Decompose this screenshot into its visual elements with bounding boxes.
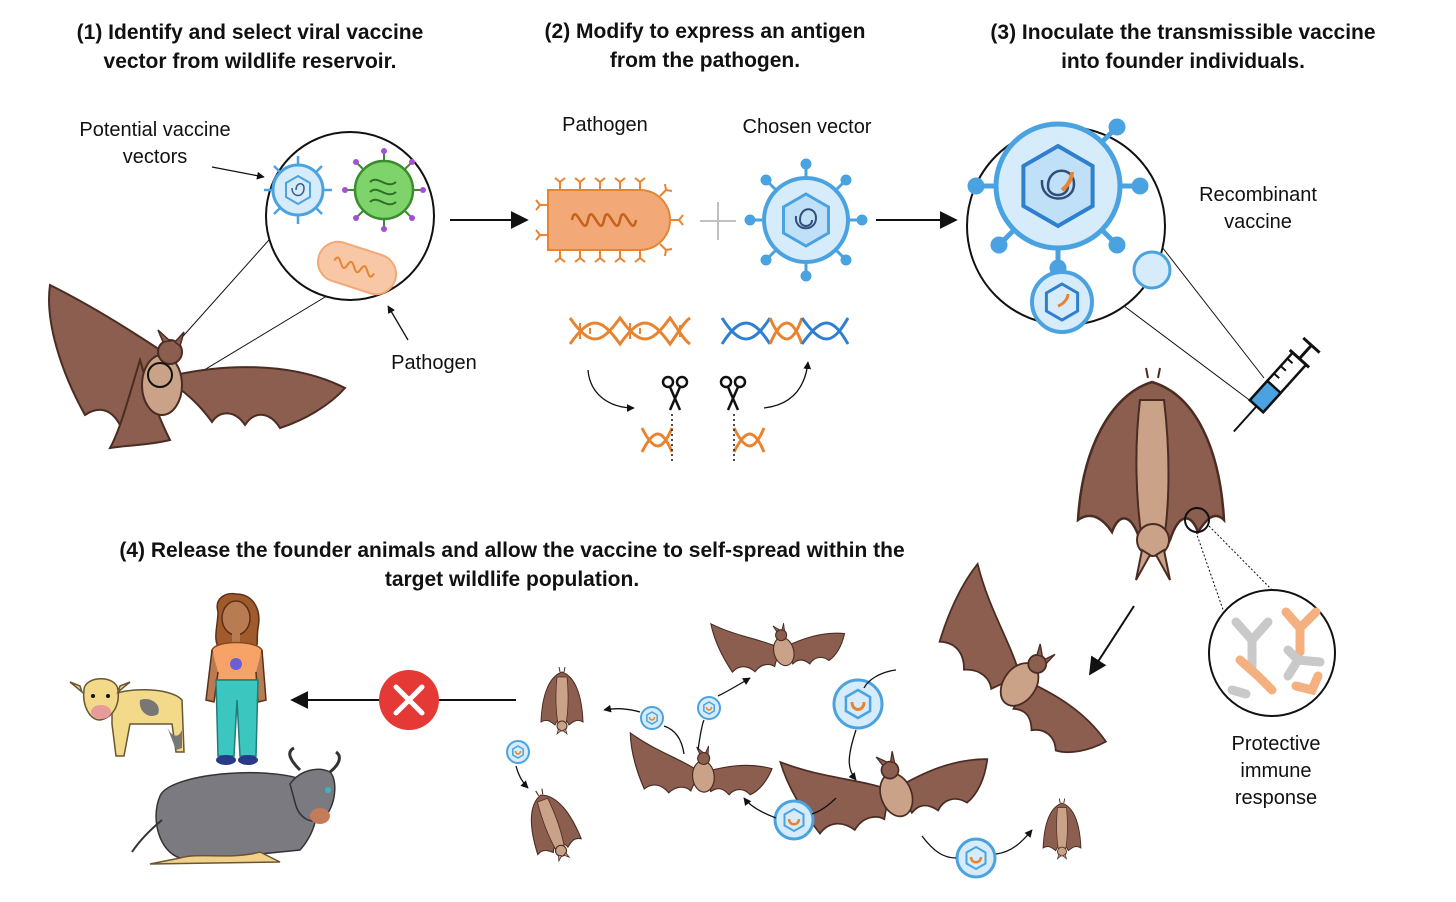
- potential-vectors-line-1: Potential vaccine: [79, 119, 231, 141]
- recombinant-vaccine-label: Recombinant vaccine: [1188, 182, 1328, 236]
- virus-icon: [1132, 250, 1172, 290]
- step-2-heading: (2) Modify to express an antigen from th…: [500, 17, 910, 75]
- bat-icon: [779, 694, 1000, 859]
- pathogen-icon: [316, 240, 398, 296]
- virus-icon: [967, 118, 1149, 277]
- dna-icon: [568, 315, 691, 347]
- step-1-heading: (1) Identify and select viral vaccine ve…: [30, 18, 470, 76]
- step-2-line-2: from the pathogen.: [609, 49, 801, 72]
- potential-vectors-label: Potential vaccine vectors: [52, 117, 258, 171]
- recombinant-line-1: Recombinant: [1199, 184, 1317, 206]
- dna-icon: [720, 317, 850, 345]
- bat-icon: [914, 562, 1149, 773]
- syringe-icon: [1233, 336, 1321, 433]
- scissors-icon: [719, 375, 747, 411]
- virus-icon: [697, 696, 721, 720]
- no-entry-icon: [379, 670, 439, 730]
- protective-line-1: Protective: [1231, 733, 1321, 755]
- person-icon: [205, 592, 267, 765]
- bat-icon: [540, 666, 584, 735]
- virus-icon: [955, 837, 997, 879]
- step-1-line-1: (1) Identify and select viral vaccine: [76, 21, 424, 44]
- step-1-line-2: vector from wildlife reservoir.: [103, 50, 397, 73]
- step-3-line-1: (3) Inoculate the transmissible vaccine: [990, 21, 1376, 44]
- virus-icon: [640, 706, 664, 730]
- chosen-vector-label: Chosen vector: [742, 116, 872, 138]
- step-3-line-2: into founder individuals.: [1061, 50, 1305, 73]
- virus-icon: [342, 148, 426, 232]
- bat-icon: [629, 720, 775, 806]
- virus-icon: [832, 678, 884, 730]
- virus-icon: [773, 799, 815, 841]
- pathogen-label-step-2: Pathogen: [562, 114, 648, 136]
- bat-icon: [516, 781, 587, 868]
- scissors-icon: [661, 375, 689, 411]
- step-4-line-1: (4) Release the founder animals and allo…: [119, 539, 905, 562]
- step-2-line-1: (2) Modify to express an antigen: [544, 20, 866, 43]
- step-4-line-2: target wildlife population.: [384, 568, 640, 591]
- virus-icon: [1030, 270, 1094, 334]
- dna-icon: [640, 427, 766, 453]
- bat-icon: [710, 590, 851, 689]
- potential-vectors-line-2: vectors: [122, 146, 188, 168]
- virus-icon: [506, 740, 530, 764]
- cow-icon: [69, 678, 185, 757]
- protective-immune-response-label: Protective immune response: [1214, 731, 1338, 812]
- pathogen-icon: [535, 177, 684, 263]
- recombinant-line-2: vaccine: [1224, 211, 1292, 233]
- bat-icon: [1042, 798, 1082, 860]
- step-3-heading: (3) Inoculate the transmissible vaccine …: [950, 18, 1416, 76]
- pathogen-label-step-1: Pathogen: [391, 352, 477, 374]
- protective-line-2: immune: [1240, 760, 1312, 782]
- virus-icon: [744, 158, 868, 282]
- virus-icon: [264, 156, 332, 224]
- step-4-heading: (4) Release the founder animals and allo…: [45, 536, 979, 594]
- protective-line-3: response: [1234, 787, 1318, 809]
- antibody-icon: [1227, 607, 1325, 699]
- cow-icon: [131, 746, 341, 865]
- bat-icon: [48, 283, 347, 450]
